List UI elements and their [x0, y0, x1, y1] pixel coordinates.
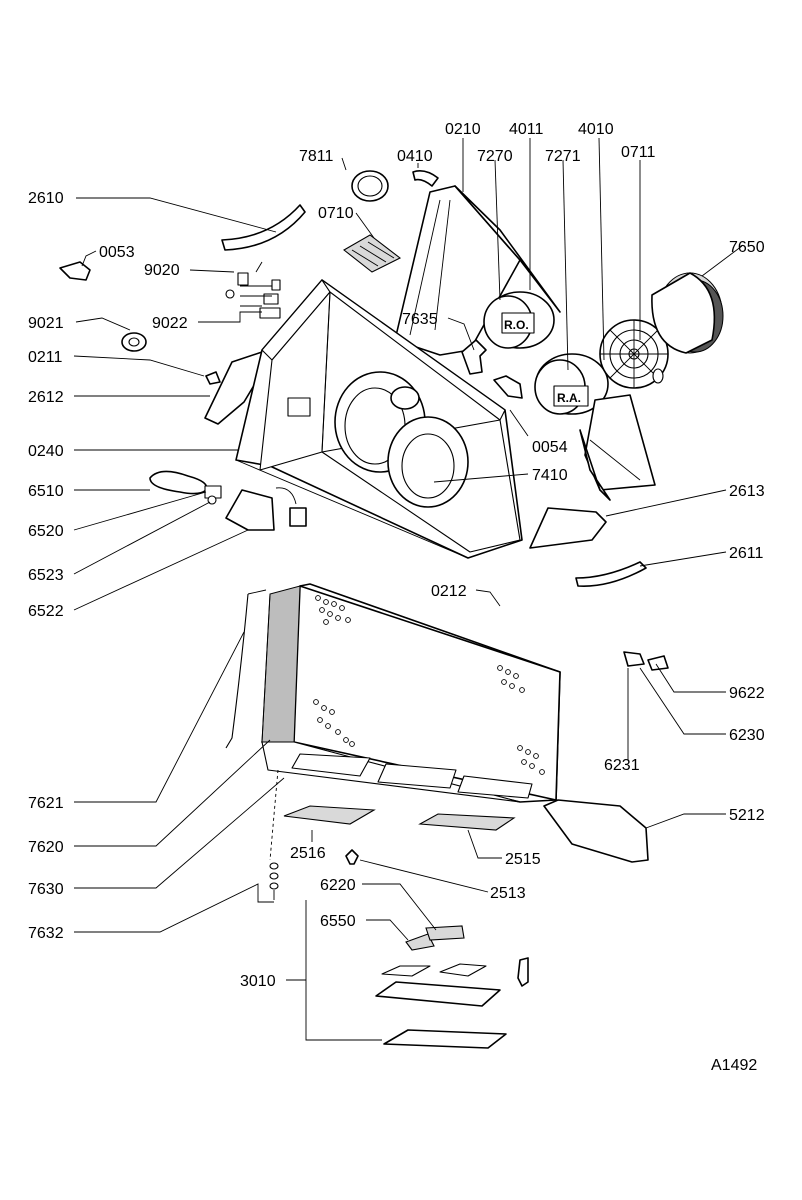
label-0054: 0054 — [532, 439, 568, 456]
label-4010: 4010 — [578, 121, 614, 138]
bracket-2613 — [529, 507, 607, 549]
label-7635: 7635 — [402, 311, 438, 328]
label-6520: 6520 — [28, 523, 64, 540]
strip-2610 — [221, 204, 306, 251]
label-7271: 7271 — [545, 148, 581, 165]
label-6550: 6550 — [320, 913, 356, 930]
filter-2516 — [283, 805, 376, 825]
label-3010: 3010 — [240, 973, 276, 990]
duct-lower — [579, 394, 656, 501]
blower-motor-ra: R.A. — [534, 353, 609, 415]
label-0212: 0212 — [431, 583, 467, 600]
switch-6230-6231 — [623, 651, 669, 671]
label-0711: 0711 — [621, 144, 656, 161]
label-0240: 0240 — [28, 443, 64, 460]
carbon-filter — [651, 272, 724, 354]
label-2515: 2515 — [505, 851, 541, 868]
filter-0710 — [343, 234, 402, 273]
blower-motor-ro: R.O. — [483, 291, 555, 349]
strip-2611 — [575, 561, 647, 587]
motor-label-ro: R.O. — [504, 318, 529, 332]
hood-body — [261, 583, 561, 803]
grease-panel-7620 — [261, 585, 301, 743]
lamp-6510 — [149, 470, 208, 495]
fittings-9022 — [259, 279, 281, 319]
label-7410: 7410 — [532, 467, 568, 484]
label-9020: 9020 — [144, 262, 180, 279]
filter-2515 — [418, 813, 516, 831]
label-7621: 7621 — [28, 795, 64, 812]
motor-label-ra: R.A. — [557, 391, 581, 405]
label-2612: 2612 — [28, 389, 64, 406]
clip-0410 — [412, 170, 439, 187]
drawing-id: A1492 — [711, 1057, 757, 1074]
label-7632: 7632 — [28, 925, 64, 942]
label-0710: 0710 — [318, 205, 354, 222]
label-7650: 7650 — [729, 239, 765, 256]
screw-2513 — [345, 849, 359, 865]
label-6523: 6523 — [28, 567, 64, 584]
leader-lines — [73, 137, 743, 1041]
clip-0054 — [493, 375, 523, 399]
fan-grille — [599, 319, 669, 389]
label-5212: 5212 — [729, 807, 765, 824]
fan-housing-7410 — [334, 371, 469, 508]
label-0053: 0053 — [99, 244, 135, 261]
cap-9021 — [121, 332, 147, 352]
label-7630: 7630 — [28, 881, 64, 898]
label-4011: 4011 — [509, 121, 544, 138]
control-panel-3010 — [375, 925, 529, 1049]
cable-connector — [275, 487, 307, 527]
ring-7811 — [351, 170, 389, 202]
label-9021: 9021 — [28, 315, 64, 332]
callout-labels: 0210 4011 4010 7811 0410 7270 7271 0711 … — [28, 121, 765, 1074]
label-9622: 9622 — [729, 685, 765, 702]
label-0210: 0210 — [445, 121, 481, 138]
label-7811: 7811 — [299, 148, 334, 165]
label-7270: 7270 — [477, 148, 513, 165]
vent-holes — [313, 595, 545, 775]
label-6522: 6522 — [28, 603, 64, 620]
label-2613: 2613 — [729, 483, 765, 500]
clip-0211 — [205, 371, 221, 385]
label-2513: 2513 — [490, 885, 526, 902]
arrow-7635 — [461, 339, 487, 375]
label-9022: 9022 — [152, 315, 188, 332]
bracket-0053 — [59, 261, 91, 281]
lamp-housing-6522 — [225, 489, 275, 531]
label-0211: 0211 — [28, 349, 63, 366]
label-2610: 2610 — [28, 190, 64, 207]
label-6510: 6510 — [28, 483, 64, 500]
label-2611: 2611 — [729, 545, 764, 562]
label-6230: 6230 — [729, 727, 765, 744]
label-2516: 2516 — [290, 845, 326, 862]
rod-7621 — [225, 593, 249, 749]
label-6220: 6220 — [320, 877, 356, 894]
label-7620: 7620 — [28, 839, 64, 856]
fittings-9020 — [225, 261, 263, 299]
cover-5212 — [543, 799, 649, 863]
screws-7630-7632 — [269, 769, 279, 900]
label-0410: 0410 — [397, 148, 433, 165]
label-6231: 6231 — [604, 757, 640, 774]
